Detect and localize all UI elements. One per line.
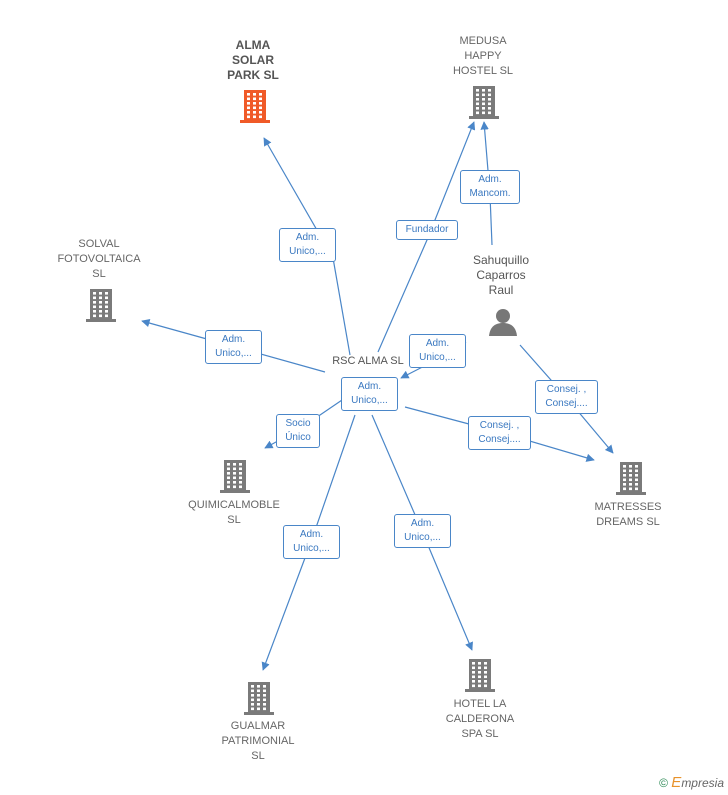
relation-medusa-adm-mancom[interactable]: Adm. Mancom. xyxy=(460,170,520,204)
brand-logo[interactable]: Empresia xyxy=(671,774,724,791)
relation-sahuquillo-rsc-adm-unico[interactable]: Adm. Unico,... xyxy=(409,334,466,368)
node-label-gualmar-patrimonial[interactable]: GUALMAR PATRIMONIAL SL xyxy=(221,720,295,762)
node-label-quimicalmoble[interactable]: QUIMICALMOBLE SL xyxy=(188,499,280,526)
relation-gualmar-adm-unico[interactable]: Adm. Unico,... xyxy=(283,525,340,559)
node-label-sahuquillo-caparros-raul[interactable]: Sahuquillo Caparros Raul xyxy=(472,253,530,297)
building-icon-solval-fotovoltaica[interactable] xyxy=(84,287,118,323)
building-icon-quimicalmoble[interactable] xyxy=(218,458,252,494)
node-label-matresses-dreams[interactable]: MATRESSES DREAMS SL xyxy=(594,501,662,528)
node-label-solval-fotovoltaica[interactable]: SOLVAL FOTOVOLTAICA SL xyxy=(57,238,141,280)
relation-matresses-rsc-consej[interactable]: Consej. , Consej.... xyxy=(468,416,531,450)
edge-rsc-medusa-fund xyxy=(377,121,476,353)
relation-alma-solar-adm-unico[interactable]: Adm. Unico,... xyxy=(279,228,336,262)
relation-medusa-fundador[interactable]: Fundador xyxy=(396,220,458,240)
building-icon-alma-solar-park[interactable] xyxy=(238,88,272,124)
building-icon-hotel-la-calderona[interactable] xyxy=(463,657,497,693)
node-label-medusa-happy-hostel[interactable]: MEDUSA HAPPY HOSTEL SL xyxy=(452,35,514,77)
building-icon-matresses-dreams[interactable] xyxy=(614,460,648,496)
relation-matresses-sahuquillo-consej[interactable]: Consej. , Consej.... xyxy=(535,380,598,414)
relation-hotel-adm-unico[interactable]: Adm. Unico,... xyxy=(394,514,451,548)
copyright-symbol: © xyxy=(659,776,668,790)
node-label-hotel-la-calderona[interactable]: HOTEL LA CALDERONA SPA SL xyxy=(445,698,515,740)
footer-brand: © Empresia xyxy=(659,774,724,791)
building-icon-medusa-happy-hostel[interactable] xyxy=(467,84,501,120)
node-label-alma-solar-park[interactable]: ALMA SOLAR PARK SL xyxy=(227,38,279,82)
relation-solval-adm-unico[interactable]: Adm. Unico,... xyxy=(205,330,262,364)
person-icon-sahuquillo-caparros-raul[interactable] xyxy=(487,306,519,338)
node-label-rsc-alma[interactable]: RSC ALMA SL xyxy=(332,355,404,367)
building-icon-gualmar-patrimonial[interactable] xyxy=(242,680,276,716)
relation-rsc-adm-unico[interactable]: Adm. Unico,... xyxy=(341,377,398,411)
relation-quimicalmoble-socio-unico[interactable]: Socio Único xyxy=(276,414,320,448)
